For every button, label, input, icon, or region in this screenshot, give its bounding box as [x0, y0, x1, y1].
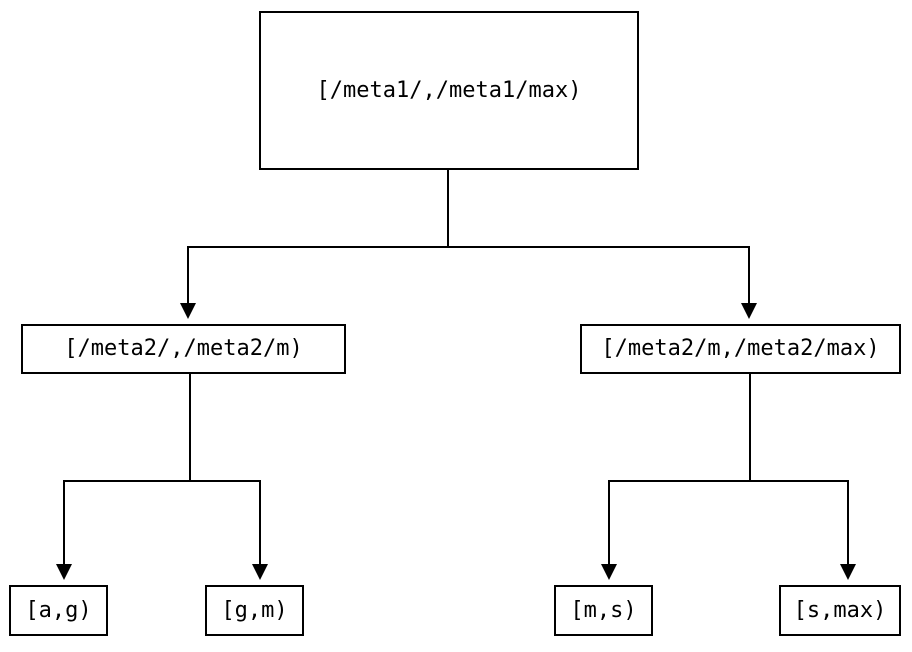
- node-mid-left-label: [/meta2/,/meta2/m): [64, 336, 303, 361]
- edge-mid-right-to-leaf-4: [847, 480, 849, 565]
- arrowhead-leaf-2: [252, 564, 268, 580]
- arrowhead-leaf-1: [56, 564, 72, 580]
- node-root[interactable]: [/meta1/,/meta1/max): [259, 11, 639, 170]
- edge-mid-left-trunk: [189, 373, 191, 482]
- node-leaf-3[interactable]: [m,s): [554, 585, 653, 636]
- edge-mid-right-to-leaf-3: [608, 480, 610, 565]
- node-mid-right-label: [/meta2/m,/meta2/max): [601, 336, 880, 361]
- node-leaf-1[interactable]: [a,g): [9, 585, 108, 636]
- node-mid-right[interactable]: [/meta2/m,/meta2/max): [580, 324, 901, 374]
- node-leaf-3-label: [m,s): [570, 597, 637, 623]
- edge-root-to-mid-right: [748, 246, 750, 304]
- edge-mid-right-crossbar: [608, 480, 849, 482]
- edge-root-to-mid-left: [187, 246, 189, 304]
- edge-root-crossbar: [187, 246, 750, 248]
- arrowhead-mid-right: [741, 303, 757, 319]
- edge-root-trunk: [447, 169, 449, 248]
- edge-mid-left-to-leaf-1: [63, 480, 65, 565]
- edge-mid-left-to-leaf-2: [259, 480, 261, 565]
- arrowhead-leaf-4: [840, 564, 856, 580]
- node-leaf-2-label: [g,m): [221, 597, 288, 623]
- node-leaf-2[interactable]: [g,m): [205, 585, 304, 636]
- edge-mid-right-trunk: [749, 373, 751, 482]
- node-leaf-4[interactable]: [s,max): [779, 585, 901, 636]
- arrowhead-leaf-3: [601, 564, 617, 580]
- node-mid-left[interactable]: [/meta2/,/meta2/m): [21, 324, 346, 374]
- arrowhead-mid-left: [180, 303, 196, 319]
- node-leaf-4-label: [s,max): [793, 597, 887, 623]
- edge-mid-left-crossbar: [63, 480, 261, 482]
- node-leaf-1-label: [a,g): [25, 597, 92, 623]
- node-root-label: [/meta1/,/meta1/max): [316, 77, 582, 103]
